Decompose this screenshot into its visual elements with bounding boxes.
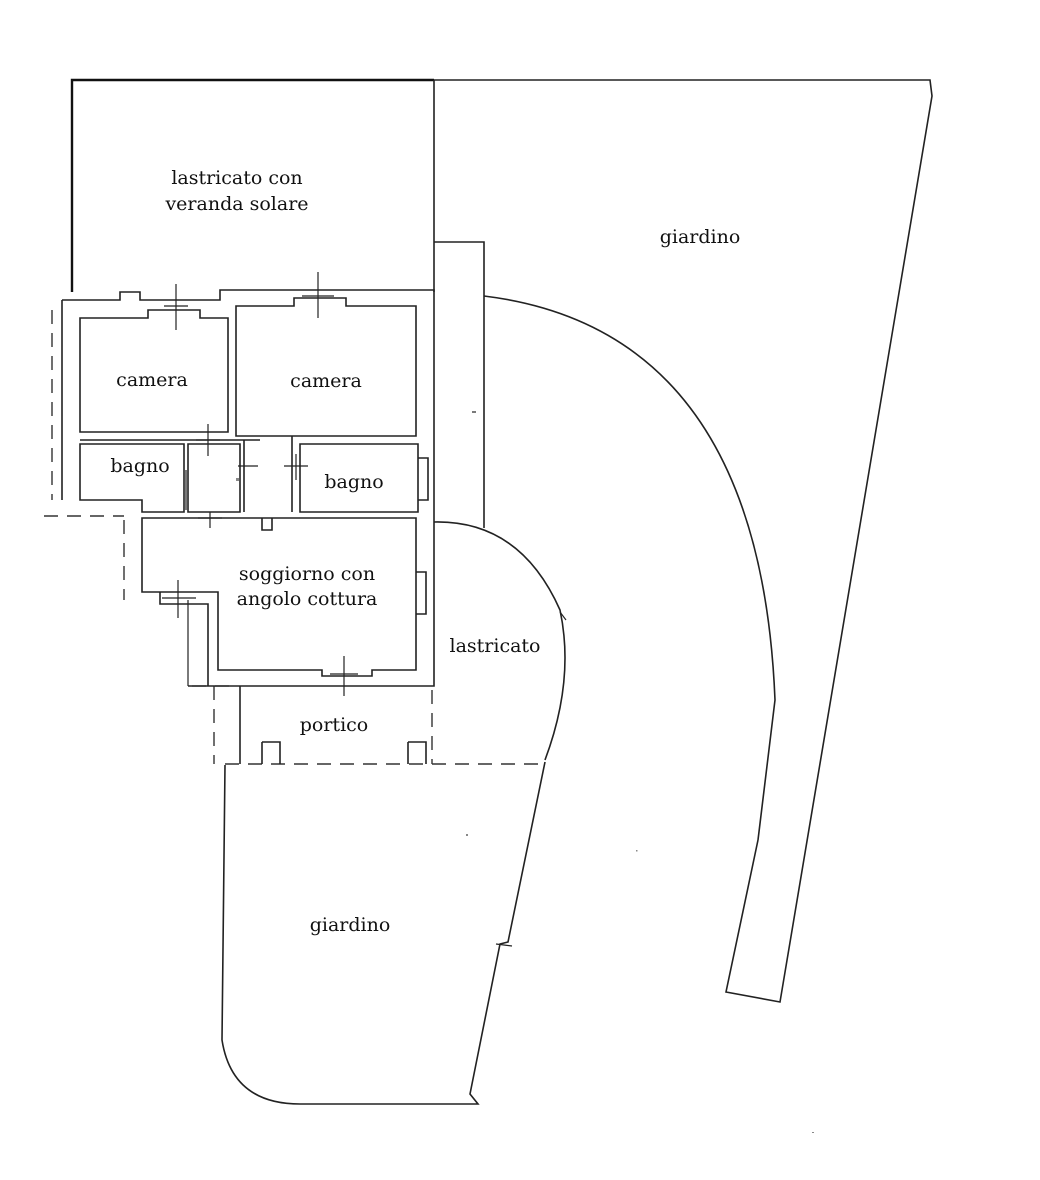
label-garden-right: giardino bbox=[660, 226, 741, 248]
room-labels: lastricato con veranda solare giardino c… bbox=[110, 167, 740, 936]
porch-outline bbox=[213, 686, 545, 765]
garden-bottom-outline bbox=[221, 761, 546, 1105]
label-living-line2: angolo cottura bbox=[237, 588, 378, 610]
hallway-walls bbox=[80, 424, 308, 512]
label-bath-left: bagno bbox=[110, 455, 169, 477]
garden-right-outline bbox=[434, 79, 933, 1003]
stray-marks bbox=[466, 834, 814, 1133]
bath-right-walls bbox=[299, 443, 429, 513]
label-terrace-line1: lastricato con bbox=[171, 167, 302, 189]
house-walls bbox=[44, 289, 435, 687]
side-corridor bbox=[434, 241, 485, 528]
label-paving: lastricato bbox=[450, 635, 541, 657]
bath-left-walls bbox=[79, 443, 241, 513]
label-garden-bottom: giardino bbox=[310, 914, 391, 936]
label-bedroom-left: camera bbox=[116, 369, 188, 391]
bedroom-right-walls bbox=[235, 272, 417, 437]
label-porch: portico bbox=[300, 714, 368, 736]
bedroom-left-walls bbox=[79, 284, 229, 433]
terrace-outline bbox=[70, 78, 435, 292]
label-bedroom-right: camera bbox=[290, 370, 362, 392]
label-living-line1: soggiorno con bbox=[239, 563, 375, 585]
label-terrace-line2: veranda solare bbox=[164, 193, 308, 215]
paving-curve bbox=[433, 521, 567, 761]
label-bath-right: bagno bbox=[324, 471, 383, 493]
living-room-walls bbox=[123, 512, 427, 696]
curved-path bbox=[483, 295, 776, 841]
